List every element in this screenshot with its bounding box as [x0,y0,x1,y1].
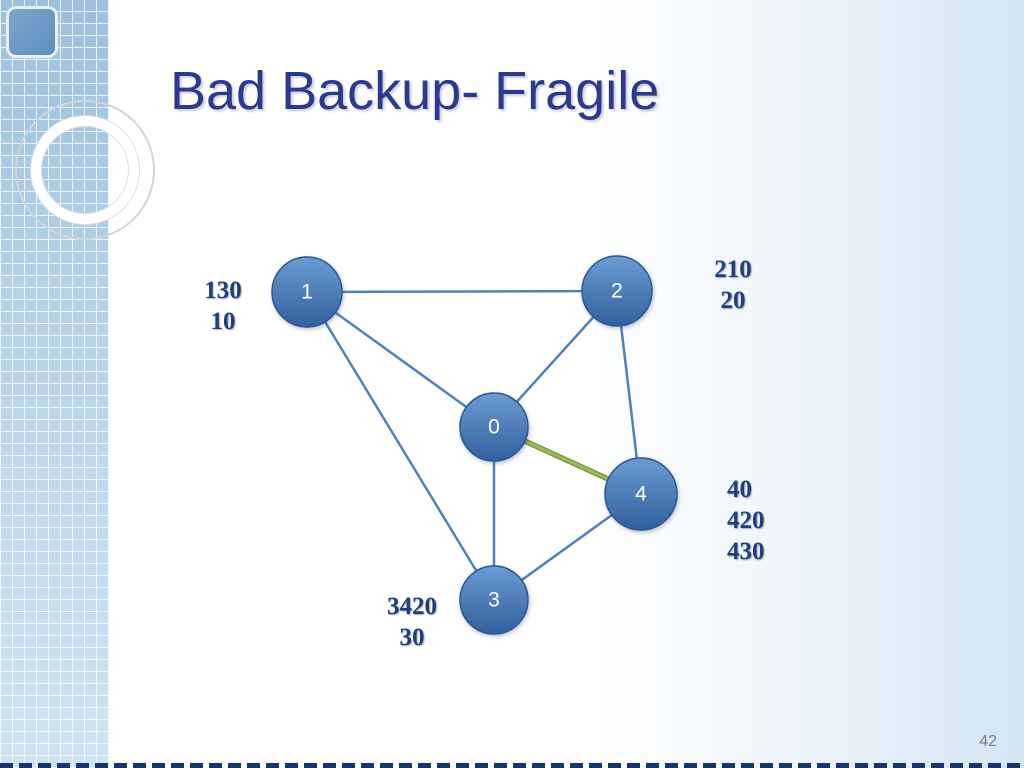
edge-1-3 [305,291,496,601]
page-number: 42 [979,733,997,750]
edge-1-0 [306,290,495,429]
edge-1-2 [306,289,618,294]
node-4-label: 4 [635,483,647,506]
node-3: 3 [459,565,529,635]
node-4: 4 [604,457,678,531]
decorative-ring-inner [31,116,139,224]
node-1-label: 1 [301,281,313,304]
node-2: 2 [581,255,653,327]
slide-title: Bad Backup- Fragile [170,61,660,121]
decorative-ring-outer [15,100,155,240]
node-3-label: 3 [488,589,500,612]
decorative-corner-square [6,6,58,58]
node-0: 0 [459,392,529,462]
node-1: 1 [271,256,343,328]
node-2-label: 2 [611,280,623,303]
node-0-label: 0 [488,416,500,439]
bottom-dashed-border [0,763,1024,768]
